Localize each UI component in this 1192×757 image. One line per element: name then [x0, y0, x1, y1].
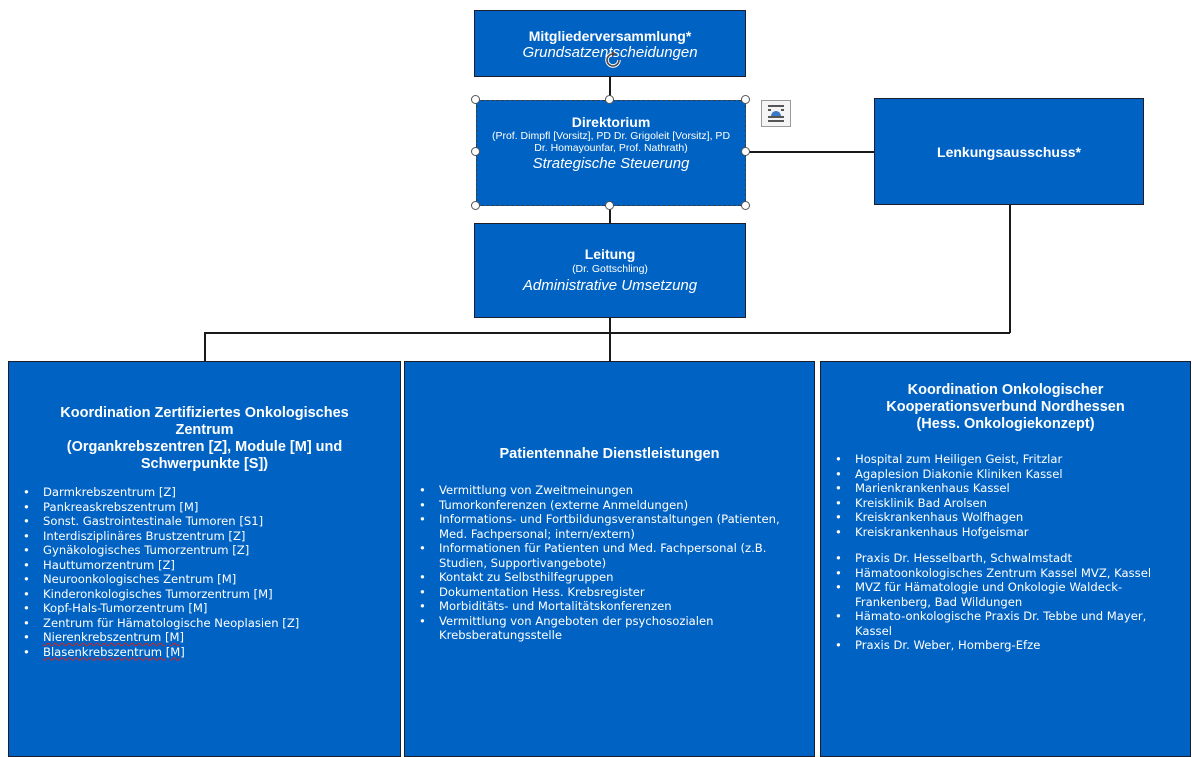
box-title: Leitung [584, 246, 636, 262]
resize-handle-se[interactable] [741, 201, 750, 210]
list-item: Kontakt zu Selbsthilfegruppen [419, 570, 796, 585]
box-title-line: Kooperationsverbund Nordhessen [886, 399, 1125, 415]
box-names: (Dr. Gottschling) [572, 263, 648, 275]
resize-handle-w[interactable] [471, 147, 480, 156]
connector-mitglieder-direktorium [609, 76, 611, 100]
list-item: Kreisklinik Bad Arolsen [835, 496, 1190, 511]
box-names: (Prof. Dimpfl [Vorsitz], PD Dr. Grigolei… [491, 130, 731, 154]
list-item: Nierenkrebszentrum [M] [23, 630, 400, 645]
box-title-line: (Organkrebszentren [Z], Module [M] und [66, 439, 343, 455]
list-item: Neuroonkologisches Zentrum [M] [23, 572, 400, 587]
list-item: Darmkrebszentrum [Z] [23, 485, 400, 500]
box-title-line: (Hess. Onkologiekonzept) [916, 416, 1095, 432]
list-item: Sonst. Gastrointestinale Tumoren [S1] [23, 514, 400, 529]
resize-handle-sw[interactable] [471, 201, 480, 210]
list-item: Zentrum für Hämatologische Neoplasien [Z… [23, 616, 400, 631]
connector-direktorium-leitung [609, 206, 611, 224]
list-item: Kopf-Hals-Tumorzentrum [M] [23, 601, 400, 616]
resize-handle-nw[interactable] [471, 95, 480, 104]
list-item: Hospital zum Heiligen Geist, Fritzlar [835, 452, 1190, 467]
box-subtitle: Grundsatzentscheidungen [522, 44, 698, 61]
connector-bus-left [204, 332, 206, 362]
box-title: Patientennahe Dienstleistungen [499, 446, 720, 462]
list-item-text: Blasenkrebszentrum [M] [43, 644, 185, 659]
list-item: Tumorkonferenzen (externe Anmeldungen) [419, 498, 796, 513]
box-title: Direktorium [571, 114, 651, 130]
box-title: Lenkungsausschuss* [937, 144, 1081, 160]
list-item: Morbiditäts- und Mortalitätskonferenzen [419, 599, 796, 614]
list-item: Vermittlung von Angeboten der psychosozi… [419, 614, 796, 643]
list-item: Vermittlung von Zweitmeinungen [419, 483, 796, 498]
box-title-line: Schwerpunkte [S]) [140, 456, 269, 472]
list-item: Informationen für Patienten und Med. Fac… [419, 541, 796, 570]
list-item-text: Nierenkrebszentrum [M] [43, 630, 185, 644]
resize-handle-s[interactable] [605, 201, 614, 210]
box-patientennahe-dienstleistungen[interactable]: Patientennahe Dienstleistungen Vermittlu… [404, 361, 815, 757]
list-item: MVZ für Hämatologie und Onkologie Waldec… [835, 580, 1168, 609]
list-item: Blasenkrebszentrum [M] [23, 644, 400, 660]
connector-horizontal-bus [204, 332, 1010, 334]
list-item: Hämato-onkologische Praxis Dr. Tebbe und… [835, 609, 1168, 638]
resize-handle-ne[interactable] [741, 95, 750, 104]
connector-direktorium-lenkung [746, 151, 874, 153]
list-item: Informations- und Fortbildungsveranstalt… [419, 512, 796, 541]
list: Darmkrebszentrum [Z] Pankreaskrebszentru… [9, 485, 400, 659]
layout-options-icon[interactable] [761, 100, 791, 127]
list-item: Hauttumorzentrum [Z] [23, 558, 400, 573]
list-praxen: Praxis Dr. Hesselbarth, Schwalmstadt Häm… [821, 551, 1190, 653]
box-kooperationsverbund[interactable]: Koordination Onkologischer Kooperationsv… [820, 361, 1191, 757]
list-item: Gynäkologisches Tumorzentrum [Z] [23, 543, 400, 558]
box-lenkungsausschuss[interactable]: Lenkungsausschuss* [874, 98, 1144, 205]
box-direktorium[interactable]: Direktorium (Prof. Dimpfl [Vorsitz], PD … [476, 100, 746, 206]
connector-leitung-middle [609, 317, 611, 362]
box-title-line: Zentrum [175, 422, 234, 438]
box-zertifiziertes-zentrum[interactable]: Koordination Zertifiziertes Onkologische… [8, 361, 401, 757]
list-item: Kinderonkologisches Tumorzentrum [M] [23, 587, 400, 602]
list-item: Interdisziplinäres Brustzentrum [Z] [23, 529, 400, 544]
resize-handle-n[interactable] [605, 95, 614, 104]
list-item: Praxis Dr. Hesselbarth, Schwalmstadt [835, 551, 1168, 566]
list-item: Kreiskrankenhaus Wolfhagen [835, 510, 1190, 525]
list-item: Marienkrankenhaus Kassel [835, 481, 1190, 496]
box-subtitle: Administrative Umsetzung [522, 277, 698, 294]
rotate-handle-icon[interactable] [603, 50, 623, 70]
list-item: Agaplesion Diakonie Kliniken Kassel [835, 467, 1190, 482]
list: Vermittlung von Zweitmeinungen Tumorkonf… [405, 483, 814, 643]
list-kliniken: Hospital zum Heiligen Geist, Fritzlar Ag… [821, 452, 1190, 539]
list-item: Dokumentation Hess. Krebsregister [419, 585, 796, 600]
list-item: Praxis Dr. Weber, Homberg-Efze [835, 638, 1168, 653]
box-title-line: Koordination Onkologischer [907, 382, 1104, 398]
list-item: Kreiskrankenhaus Hofgeismar [835, 525, 1190, 540]
box-title-line: Koordination Zertifiziertes Onkologische… [60, 405, 349, 421]
resize-handle-e[interactable] [741, 147, 750, 156]
list-item: Pankreaskrebszentrum [M] [23, 500, 400, 515]
list-item: Hämatoonkologisches Zentrum Kassel MVZ, … [835, 566, 1168, 581]
box-subtitle: Strategische Steuerung [532, 155, 690, 172]
box-title: Mitgliederversammlung* [528, 28, 692, 44]
connector-lenkung-down [1009, 204, 1011, 333]
box-leitung[interactable]: Leitung (Dr. Gottschling) Administrative… [474, 223, 746, 318]
